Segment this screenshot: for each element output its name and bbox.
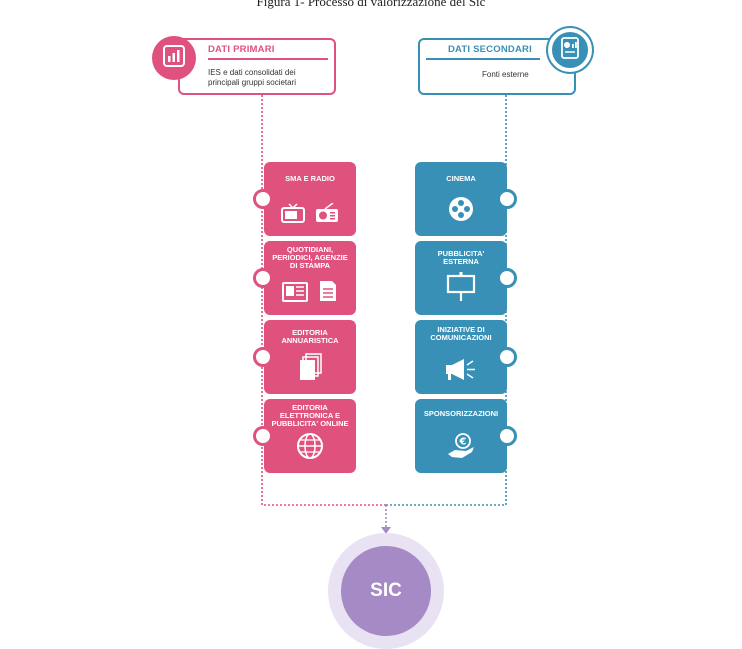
bar-chart-icon bbox=[162, 44, 186, 73]
card-label: CINEMA bbox=[446, 174, 476, 183]
primary-card-sma-radio: SMA E RADIO bbox=[264, 162, 356, 236]
connector-knob bbox=[253, 268, 273, 288]
secondary-data-title: DATI SECONDARI bbox=[448, 44, 532, 55]
card-label: SPONSORIZZAZIONI bbox=[423, 409, 499, 418]
connector-knob bbox=[253, 189, 273, 209]
card-label: INIZIATIVE DI COMUNICAZIONI bbox=[430, 325, 492, 342]
radio-icon bbox=[315, 202, 339, 228]
primary-card-quotidiani: QUOTIDIANI, PERIODICI, AGENZIE DI STAMPA bbox=[264, 241, 356, 315]
report-document-icon bbox=[558, 36, 582, 65]
arrow-head-icon bbox=[381, 527, 391, 534]
globe-icon bbox=[296, 432, 324, 465]
card-label: EDITORIA ELETTRONICA E PUBBLICITA' ONLIN… bbox=[271, 403, 349, 428]
secondary-card-iniziative: INIZIATIVE DI COMUNICAZIONI bbox=[415, 320, 507, 394]
secondary-data-description: Fonti esterne bbox=[482, 70, 529, 79]
secondary-card-sponsorizzazioni: SPONSORIZZAZIONI € bbox=[415, 399, 507, 473]
card-label: PUBBLICITA' ESTERNA bbox=[437, 249, 485, 266]
tv-icon bbox=[281, 203, 305, 228]
card-label: EDITORIA ANNUARISTICA bbox=[281, 328, 339, 345]
books-icon bbox=[298, 353, 322, 386]
primary-connector bbox=[261, 95, 386, 506]
document-icon bbox=[318, 280, 338, 307]
secondary-data-rule bbox=[426, 58, 540, 60]
megaphone-icon bbox=[445, 357, 477, 386]
connector-knob bbox=[497, 189, 517, 209]
secondary-card-pubblicita: PUBBLICITA' ESTERNA bbox=[415, 241, 507, 315]
primary-data-box: DATI PRIMARI IES e dati consolidati dei … bbox=[178, 38, 336, 95]
primary-data-rule bbox=[208, 58, 328, 60]
billboard-icon bbox=[446, 272, 476, 307]
connector-knob bbox=[253, 426, 273, 446]
film-reel-icon bbox=[447, 195, 475, 228]
newspaper-icon bbox=[282, 280, 308, 307]
primary-data-title: DATI PRIMARI bbox=[208, 44, 275, 55]
card-label: QUOTIDIANI, PERIODICI, AGENZIE DI STAMPA bbox=[272, 245, 348, 270]
primary-data-description: IES e dati consolidati dei principali gr… bbox=[208, 68, 297, 87]
connector-knob bbox=[497, 426, 517, 446]
primary-card-annuaristica: EDITORIA ANNUARISTICA bbox=[264, 320, 356, 394]
connector-knob bbox=[497, 268, 517, 288]
connector-knob bbox=[497, 347, 517, 367]
primary-badge bbox=[152, 36, 196, 80]
euro-hand-icon: € bbox=[446, 432, 476, 465]
sic-label: SIC bbox=[370, 580, 402, 601]
connector-knob bbox=[253, 347, 273, 367]
primary-card-elettronica: EDITORIA ELETTRONICA E PUBBLICITA' ONLIN… bbox=[264, 399, 356, 473]
secondary-badge bbox=[548, 28, 592, 72]
svg-text:€: € bbox=[459, 437, 467, 448]
secondary-card-cinema: CINEMA bbox=[415, 162, 507, 236]
card-label: SMA E RADIO bbox=[285, 174, 335, 183]
figure-caption: Figura 1- Processo di valorizzazione del… bbox=[256, 0, 486, 9]
sic-node: SIC bbox=[341, 546, 431, 636]
